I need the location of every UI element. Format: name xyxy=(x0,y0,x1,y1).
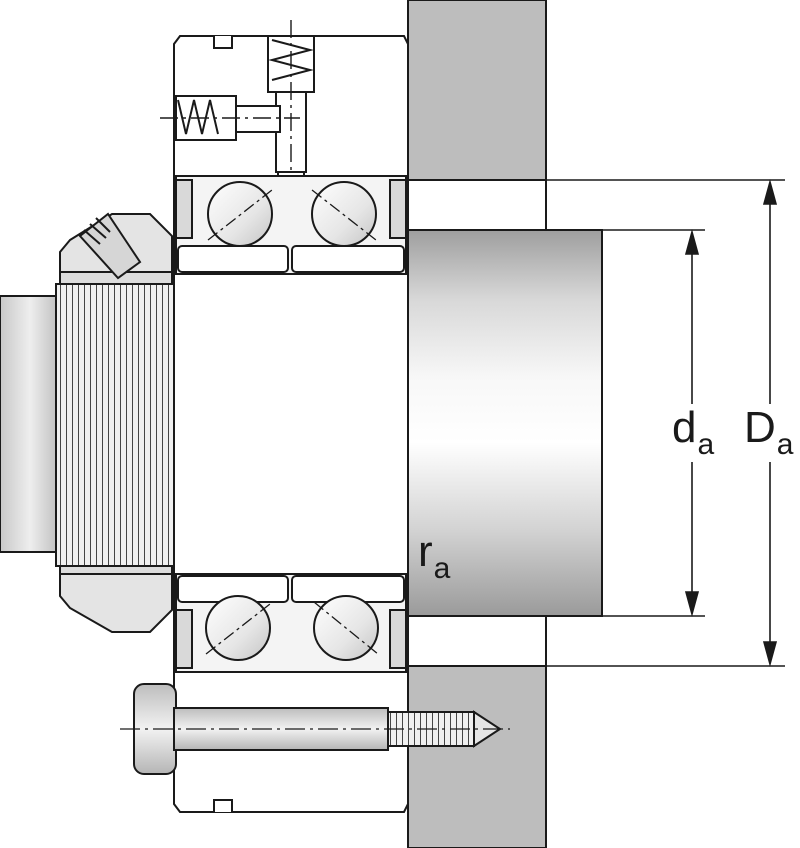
ball xyxy=(205,595,271,661)
shaft-large xyxy=(407,229,603,617)
housing-wall xyxy=(407,0,547,848)
ball xyxy=(311,181,377,247)
d-a-label: da xyxy=(668,403,719,462)
d-a-sub: a xyxy=(697,428,715,461)
D-a-label: Da xyxy=(740,403,798,462)
D-a-sub: a xyxy=(776,428,794,461)
lock-nut xyxy=(55,212,181,633)
set-screw xyxy=(78,212,142,280)
r-a-label: ra xyxy=(418,530,450,584)
r-a-sub: a xyxy=(433,552,451,585)
cartridge-notches xyxy=(213,36,233,812)
bearing-lower xyxy=(175,573,407,673)
mounting-bolt xyxy=(120,683,510,775)
bearing-upper xyxy=(175,175,407,275)
d-a-main: d xyxy=(672,403,697,452)
r-a-main: r xyxy=(418,527,433,576)
shaft-end xyxy=(0,295,61,553)
ball xyxy=(207,181,273,247)
D-a-main: D xyxy=(744,403,776,452)
